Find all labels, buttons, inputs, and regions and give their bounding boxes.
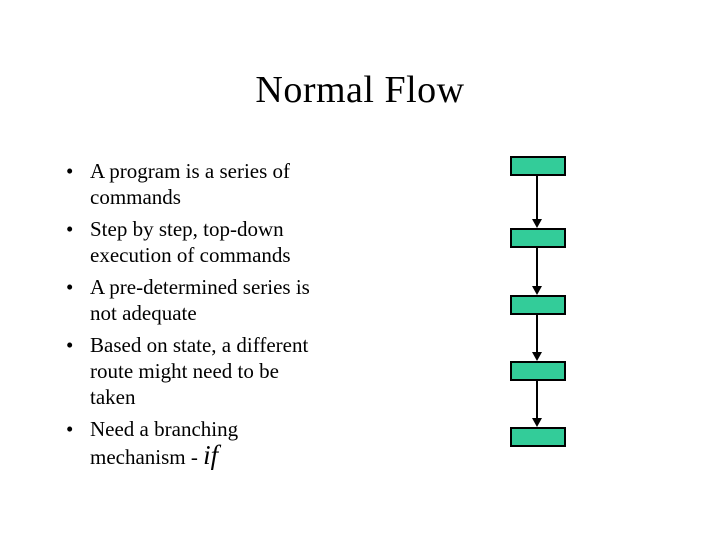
bullet-marker: • bbox=[66, 159, 74, 183]
bullet-marker: • bbox=[66, 275, 74, 299]
bullet-item-5: • Need a branching mechanism - if bbox=[66, 416, 366, 470]
bullet-line: execution of commands bbox=[90, 243, 291, 267]
flow-box-3 bbox=[510, 295, 566, 315]
flow-arrow-line bbox=[536, 315, 538, 359]
flow-arrow-line bbox=[536, 248, 538, 293]
bullet-line: Step by step, top-down bbox=[90, 217, 284, 241]
flow-box-4 bbox=[510, 361, 566, 381]
bullet-line: commands bbox=[90, 185, 181, 209]
bullet-line: not adequate bbox=[90, 301, 197, 325]
flow-box-2 bbox=[510, 228, 566, 248]
bullet-line: A pre-determined series is bbox=[90, 275, 310, 299]
flow-arrow-line bbox=[536, 381, 538, 425]
bullet-marker: • bbox=[66, 417, 74, 441]
flow-arrow-line bbox=[536, 176, 538, 226]
flow-box-5 bbox=[510, 427, 566, 447]
flow-arrowhead-icon bbox=[532, 286, 542, 295]
flow-arrowhead-icon bbox=[532, 219, 542, 228]
flow-arrowhead-icon bbox=[532, 352, 542, 361]
bullet-line: Need a branching bbox=[90, 417, 239, 441]
slide-title: Normal Flow bbox=[255, 69, 465, 111]
bullet-line: mechanism - bbox=[90, 445, 204, 469]
bullet-line: route might need to be bbox=[90, 359, 279, 383]
bullet-text: Need a branching mechanism - if bbox=[90, 416, 366, 470]
flow-arrowhead-icon bbox=[532, 418, 542, 427]
bullet-marker: • bbox=[66, 217, 74, 241]
emphasis-word-if: if bbox=[203, 440, 219, 470]
bullet-line: A program is a series of bbox=[90, 159, 291, 183]
bullet-marker: • bbox=[66, 333, 74, 357]
bullet-line: Based on state, a different bbox=[90, 333, 309, 357]
flow-box-1 bbox=[510, 156, 566, 176]
bullet-line: taken bbox=[90, 385, 136, 409]
